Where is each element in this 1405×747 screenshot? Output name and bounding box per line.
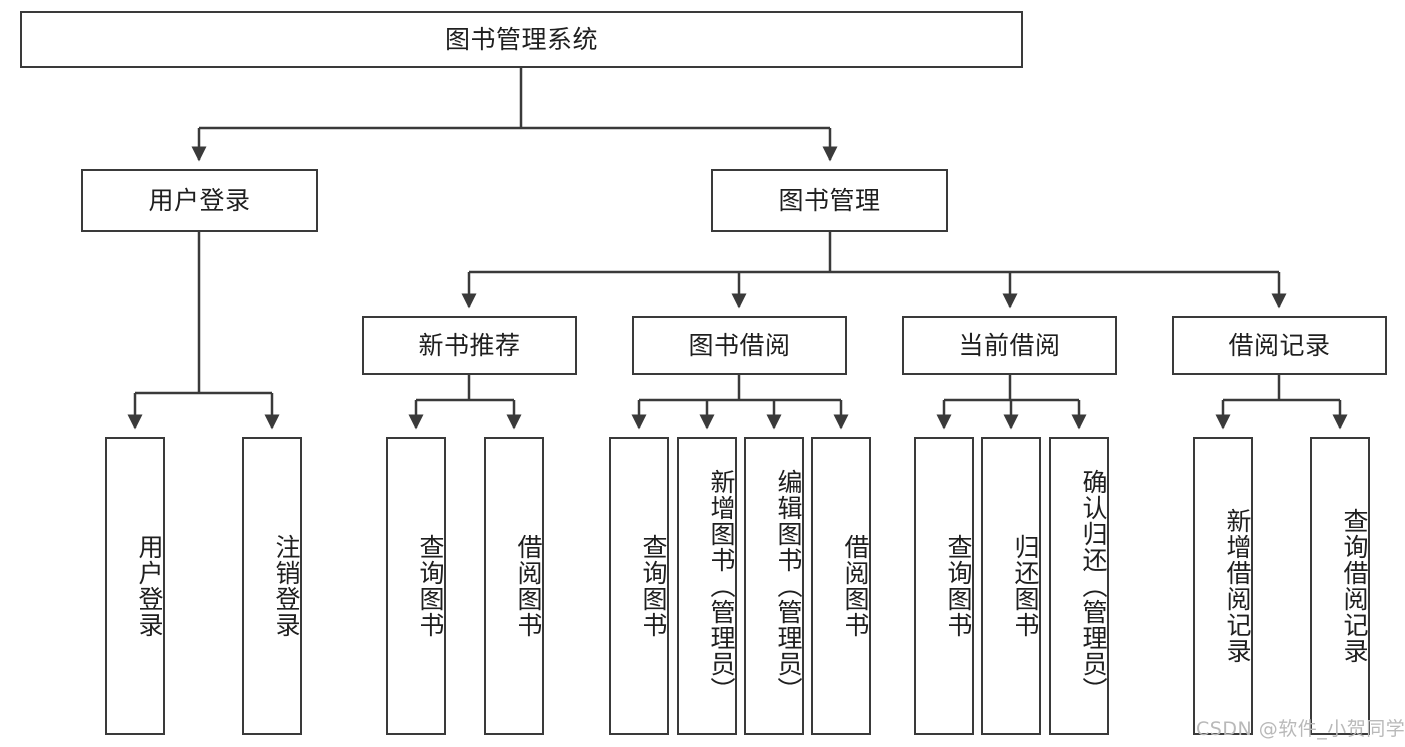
- leaf-label: 归还图书: [1011, 534, 1040, 638]
- leaf-label: 新增图书（管理员）: [707, 469, 736, 703]
- leaf-label: 查询借阅记录: [1340, 508, 1369, 664]
- leaf-user-login-signin[interactable]: 用户登录: [105, 437, 165, 735]
- node-current-borrow[interactable]: 当前借阅: [902, 316, 1117, 375]
- leaf-current-borrow-return[interactable]: 归还图书: [981, 437, 1041, 735]
- leaf-borrow-record-query[interactable]: 查询借阅记录: [1310, 437, 1370, 735]
- leaf-book-borrow-lend[interactable]: 借阅图书: [811, 437, 871, 735]
- leaf-book-borrow-add[interactable]: 新增图书（管理员）: [677, 437, 737, 735]
- leaf-label: 注销登录: [272, 534, 301, 638]
- leaf-borrow-record-add[interactable]: 新增借阅记录: [1193, 437, 1253, 735]
- node-book-borrow[interactable]: 图书借阅: [632, 316, 847, 375]
- leaf-label: 新增借阅记录: [1223, 508, 1252, 664]
- node-borrow-record[interactable]: 借阅记录: [1172, 316, 1387, 375]
- leaf-new-book-query[interactable]: 查询图书: [386, 437, 446, 735]
- node-user-login[interactable]: 用户登录: [81, 169, 318, 232]
- leaf-label: 查询图书: [639, 534, 668, 638]
- leaf-label: 借阅图书: [841, 534, 870, 638]
- leaf-label: 编辑图书（管理员）: [774, 469, 803, 703]
- node-root-system[interactable]: 图书管理系统: [20, 11, 1023, 68]
- leaf-new-book-borrow[interactable]: 借阅图书: [484, 437, 544, 735]
- leaf-book-borrow-query[interactable]: 查询图书: [609, 437, 669, 735]
- leaf-label: 确认归还（管理员）: [1079, 469, 1108, 703]
- leaf-current-borrow-confirm-return[interactable]: 确认归还（管理员）: [1049, 437, 1109, 735]
- leaf-label: 借阅图书: [514, 534, 543, 638]
- leaf-label: 查询图书: [944, 534, 973, 638]
- leaf-user-login-signout[interactable]: 注销登录: [242, 437, 302, 735]
- node-book-management[interactable]: 图书管理: [711, 169, 948, 232]
- leaf-label: 查询图书: [416, 534, 445, 638]
- leaf-label: 用户登录: [135, 534, 164, 638]
- csdn-watermark: CSDN @软件_小贺同学: [1196, 718, 1405, 740]
- leaf-book-borrow-edit[interactable]: 编辑图书（管理员）: [744, 437, 804, 735]
- leaf-current-borrow-query[interactable]: 查询图书: [914, 437, 974, 735]
- node-new-book-recommend[interactable]: 新书推荐: [362, 316, 577, 375]
